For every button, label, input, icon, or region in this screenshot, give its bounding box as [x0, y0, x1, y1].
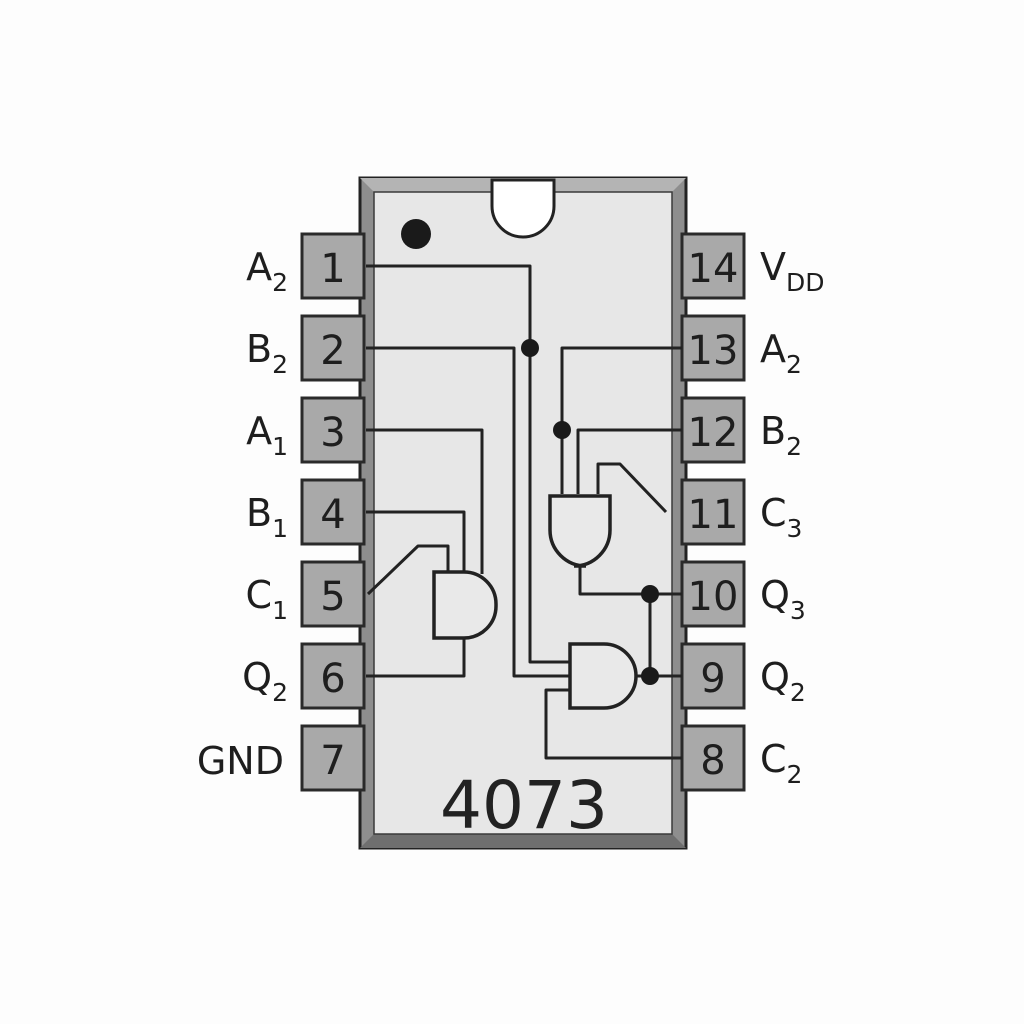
- wire-pin3: [366, 428, 484, 574]
- pin-box-11[interactable]: [680, 478, 746, 546]
- pin-label-14: VDD: [760, 245, 825, 297]
- pin-label-12: B2: [760, 409, 802, 461]
- wire-junctions: [521, 339, 659, 685]
- left-signal-labels: A2 B2 A1 B1 C1 Q2 GND: [197, 245, 288, 783]
- pin-label-5: C1: [246, 573, 288, 625]
- pin-number-14: 14: [688, 246, 739, 292]
- pin1-indicator-dot: [401, 219, 431, 249]
- pin-number-5: 5: [320, 574, 345, 620]
- pin-label-7: GND: [197, 739, 284, 783]
- junction-dot: [521, 339, 539, 357]
- pin-number-6: 6: [320, 656, 345, 702]
- pin-label-6: Q2: [242, 655, 288, 707]
- wire-pin13: [560, 346, 682, 494]
- wire-pin12: [576, 428, 682, 494]
- pin-box-3[interactable]: [300, 396, 366, 464]
- pin-box-10[interactable]: [680, 560, 746, 628]
- wire-pin6: [366, 638, 466, 678]
- pin-label-11: C3: [760, 491, 802, 543]
- pin-label-3: A1: [246, 409, 288, 461]
- and-gate-2: [568, 642, 638, 710]
- wire-pin2: [366, 346, 570, 678]
- pin-number-13: 13: [688, 328, 739, 374]
- junction-dot: [553, 421, 571, 439]
- pin-box-12[interactable]: [680, 396, 746, 464]
- pin-number-12: 12: [688, 410, 739, 456]
- pin-number-9: 9: [700, 656, 725, 702]
- pin-number-8: 8: [700, 738, 725, 784]
- pin-label-10: Q3: [760, 573, 806, 625]
- pin-box-1[interactable]: [300, 232, 366, 300]
- orientation-notch: [490, 178, 556, 239]
- left-pin-boxes: [300, 232, 366, 792]
- pin-box-4[interactable]: [300, 478, 366, 546]
- pin-label-1: A2: [246, 245, 288, 297]
- pin-label-2: B2: [246, 327, 288, 379]
- pin-box-8[interactable]: [680, 724, 746, 792]
- pin-box-2[interactable]: [300, 314, 366, 382]
- pin-box-14[interactable]: [680, 232, 746, 300]
- pin-number-2: 2: [320, 328, 345, 374]
- pin-number-7: 7: [320, 738, 345, 784]
- pin-number-1: 1: [320, 246, 345, 292]
- pin-label-4: B1: [246, 491, 288, 543]
- junction-dot: [641, 585, 659, 603]
- and-gate-1: [432, 570, 498, 640]
- wire-pin5: [366, 544, 450, 596]
- pin-box-7[interactable]: [300, 724, 366, 792]
- wire-pin8: [544, 688, 682, 760]
- wire-pin4: [366, 510, 466, 574]
- pin-number-10: 10: [688, 574, 739, 620]
- right-pin-numbers: 14 13 12 11 10 9 8: [688, 246, 739, 784]
- pin-box-9[interactable]: [680, 642, 746, 710]
- part-number-label: 4073: [440, 767, 608, 844]
- chip-body: [358, 176, 688, 850]
- right-pin-boxes: [680, 232, 746, 792]
- wire-pin1: [366, 264, 570, 664]
- wire-pin11: [596, 462, 668, 514]
- pin-box-13[interactable]: [680, 314, 746, 382]
- pin-label-9: Q2: [760, 655, 806, 707]
- pin-number-3: 3: [320, 410, 345, 456]
- left-pin-numbers: 1 2 3 4 5 6 7: [320, 246, 345, 784]
- and-gate-3: [548, 494, 612, 568]
- pin-label-13: A2: [760, 327, 802, 379]
- junction-dot: [641, 667, 659, 685]
- pin-number-4: 4: [320, 492, 345, 538]
- internal-wiring: [366, 264, 682, 760]
- right-signal-labels: VDD A2 B2 C3 Q3 Q2 C2: [760, 245, 825, 789]
- pin-box-5[interactable]: [300, 560, 366, 628]
- pin-label-8: C2: [760, 737, 802, 789]
- pin-number-11: 11: [688, 492, 739, 538]
- pin-box-6[interactable]: [300, 642, 366, 710]
